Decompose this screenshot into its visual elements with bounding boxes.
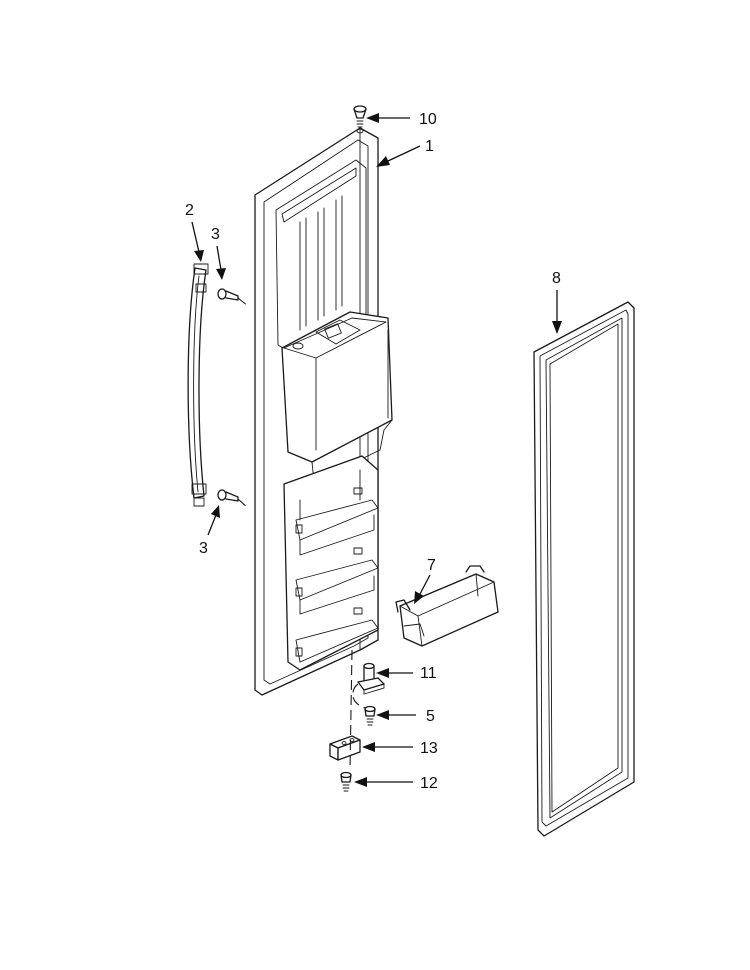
- hinge-screw-part: [364, 705, 376, 726]
- door-assembly-part: [254, 127, 393, 696]
- bottom-hinge-pin-part: [357, 662, 385, 695]
- callout-2: 2: [185, 202, 194, 219]
- assembly-axis-hinge: [352, 683, 367, 709]
- callout-8: 8: [552, 270, 561, 287]
- hinge-plate-part: [329, 735, 361, 761]
- callout-13: 13: [420, 740, 438, 757]
- door-shelf-bins: [283, 455, 379, 671]
- handle-screw-top-part: [217, 288, 249, 307]
- callout-3-bottom: 3: [199, 540, 208, 557]
- hinge-plate-screw-part: [340, 771, 352, 792]
- callout-1: 1: [425, 138, 434, 155]
- callout-7: 7: [427, 557, 436, 574]
- door-handle-part: [187, 263, 209, 507]
- top-hinge-screw-part: [353, 105, 367, 134]
- door-bin-part: [395, 565, 499, 647]
- door-gasket-part: [533, 301, 635, 837]
- callout-12: 12: [420, 775, 438, 792]
- callout-3-top: 3: [211, 226, 220, 243]
- callout-5: 5: [426, 708, 435, 725]
- handle-screw-bottom-part: [217, 489, 249, 509]
- assembly-axis-line: [349, 649, 353, 771]
- callout-11: 11: [420, 665, 437, 682]
- callout-10: 10: [419, 111, 437, 128]
- leader-lines: [191, 113, 562, 787]
